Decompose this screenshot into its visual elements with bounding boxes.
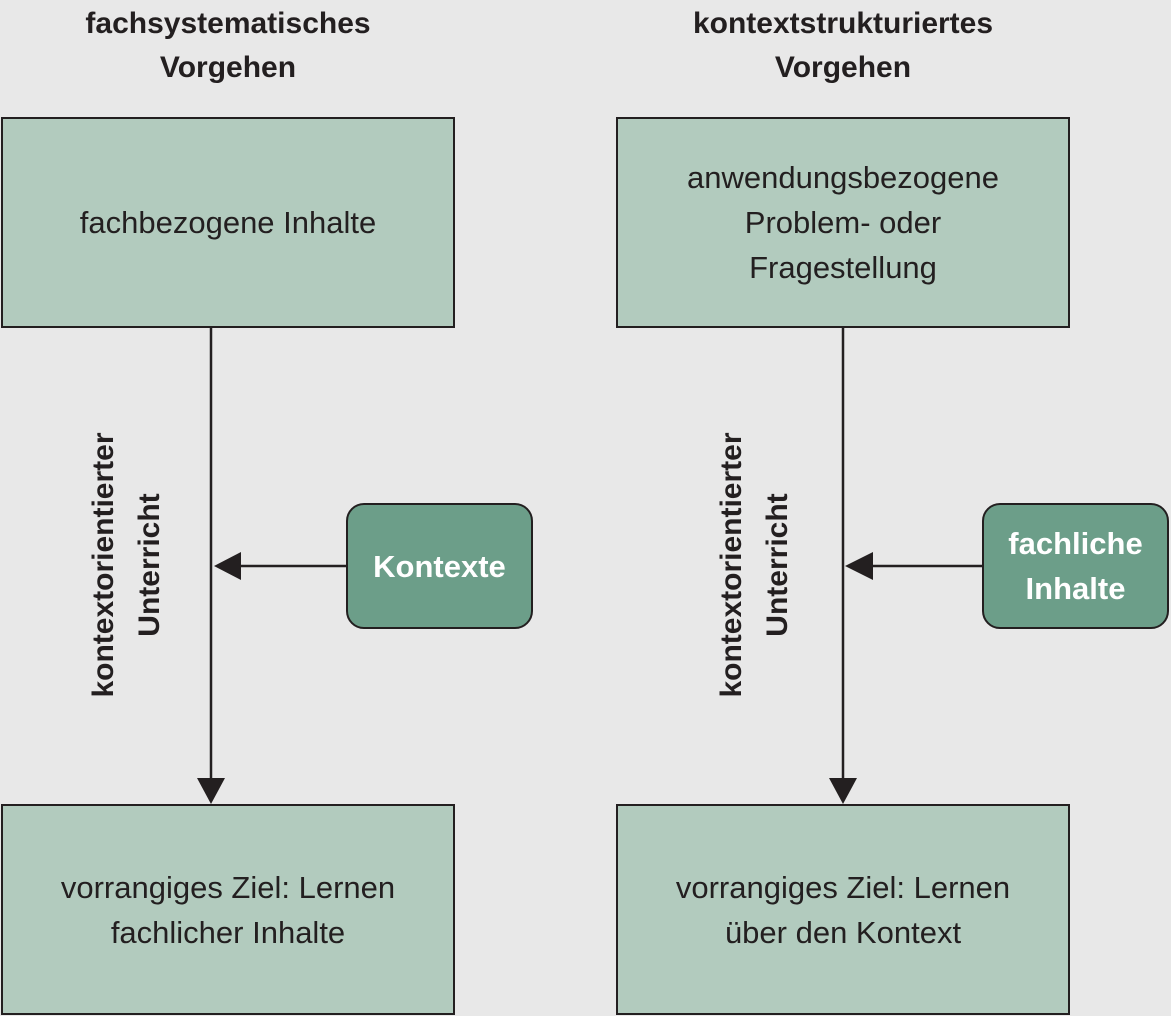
- right-input-pill: fachliche Inhalte: [982, 503, 1169, 629]
- right-bottom-box-line2: über den Kontext: [724, 914, 962, 950]
- right-top-box-line1: anwendungsbezogene: [687, 160, 999, 195]
- right-input-pill-line1: fachliche: [1008, 526, 1143, 561]
- left-main-arrowhead: [197, 778, 225, 804]
- right-bottom-box: vorrangiges Ziel: Lernen über den Kontex…: [616, 804, 1070, 1015]
- right-heading: kontextstrukturiertes Vorgehen: [623, 2, 1063, 90]
- left-heading: fachsystematisches Vorgehen: [8, 2, 448, 90]
- right-input-pill-line2: Inhalte: [1025, 571, 1126, 606]
- right-top-box-line2: Problem- oder: [744, 205, 942, 240]
- right-side-arrowhead: [845, 552, 873, 580]
- right-side-label-line2: Unterricht: [761, 493, 794, 637]
- right-top-box: anwendungsbezogene Problem- oder Fragest…: [616, 117, 1070, 328]
- left-heading-line2: Vorgehen: [159, 51, 297, 84]
- right-heading-line1: kontextstrukturiertes: [692, 7, 994, 40]
- left-bottom-box: vorrangiges Ziel: Lernen fachlicher Inha…: [1, 804, 455, 1015]
- right-top-box-line3: Fragestellung: [749, 250, 937, 285]
- right-side-label: kontextorientierter Unterricht: [705, 365, 805, 765]
- left-input-pill-text: Kontexte: [373, 548, 506, 584]
- left-side-label: kontextorientierter Unterricht: [77, 365, 177, 765]
- left-bottom-box-line1: vorrangiges Ziel: Lernen: [60, 869, 396, 905]
- right-heading-line2: Vorgehen: [774, 51, 912, 84]
- left-top-box-text: fachbezogene Inhalte: [79, 205, 377, 240]
- left-side-arrowhead: [214, 552, 241, 580]
- left-bottom-box-line2: fachlicher Inhalte: [110, 914, 346, 950]
- left-heading-line1: fachsystematisches: [85, 7, 371, 40]
- right-side-label-line1: kontextorientierter: [715, 432, 748, 698]
- right-bottom-box-line1: vorrangiges Ziel: Lernen: [675, 869, 1011, 905]
- right-main-arrowhead: [829, 778, 857, 804]
- left-top-box: fachbezogene Inhalte: [1, 117, 455, 328]
- left-side-label-line2: Unterricht: [133, 493, 166, 637]
- left-input-pill: Kontexte: [346, 503, 533, 629]
- left-side-label-line1: kontextorientierter: [87, 432, 120, 698]
